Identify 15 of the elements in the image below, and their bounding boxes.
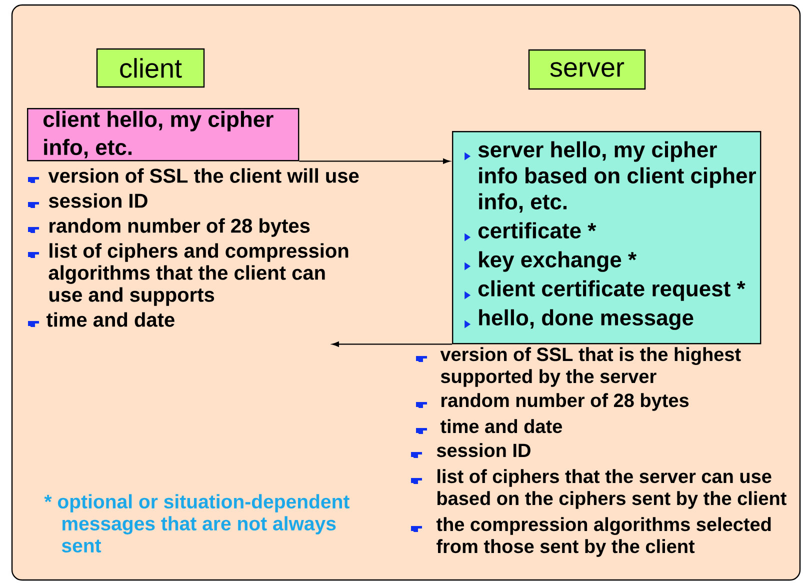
message-box: client hello, my cipher info, etc. [27, 108, 300, 162]
list-item: the compression algorithms selected from those sent by the client [436, 517, 771, 557]
list-item: session ID [48, 193, 148, 208]
footnote: * optional or situation-dependent messages that are not always sent [44, 494, 350, 552]
label-box: client [96, 48, 205, 88]
list-item: random number of 28 bytes [441, 393, 689, 411]
list-item: session ID [436, 443, 530, 458]
arrow [299, 158, 450, 164]
list-item: time and date [440, 419, 562, 434]
message-box: server hello, my cipher info based on client cipher info, etc. certificate * key exchange * client certificate request * hello, done message [452, 131, 762, 344]
label-box: server [528, 49, 646, 90]
list-item: random number of 28 bytes [50, 218, 310, 237]
arrow [332, 342, 452, 347]
list-item: version of SSL the client will use [48, 168, 359, 183]
list-item: time and date [46, 312, 174, 327]
